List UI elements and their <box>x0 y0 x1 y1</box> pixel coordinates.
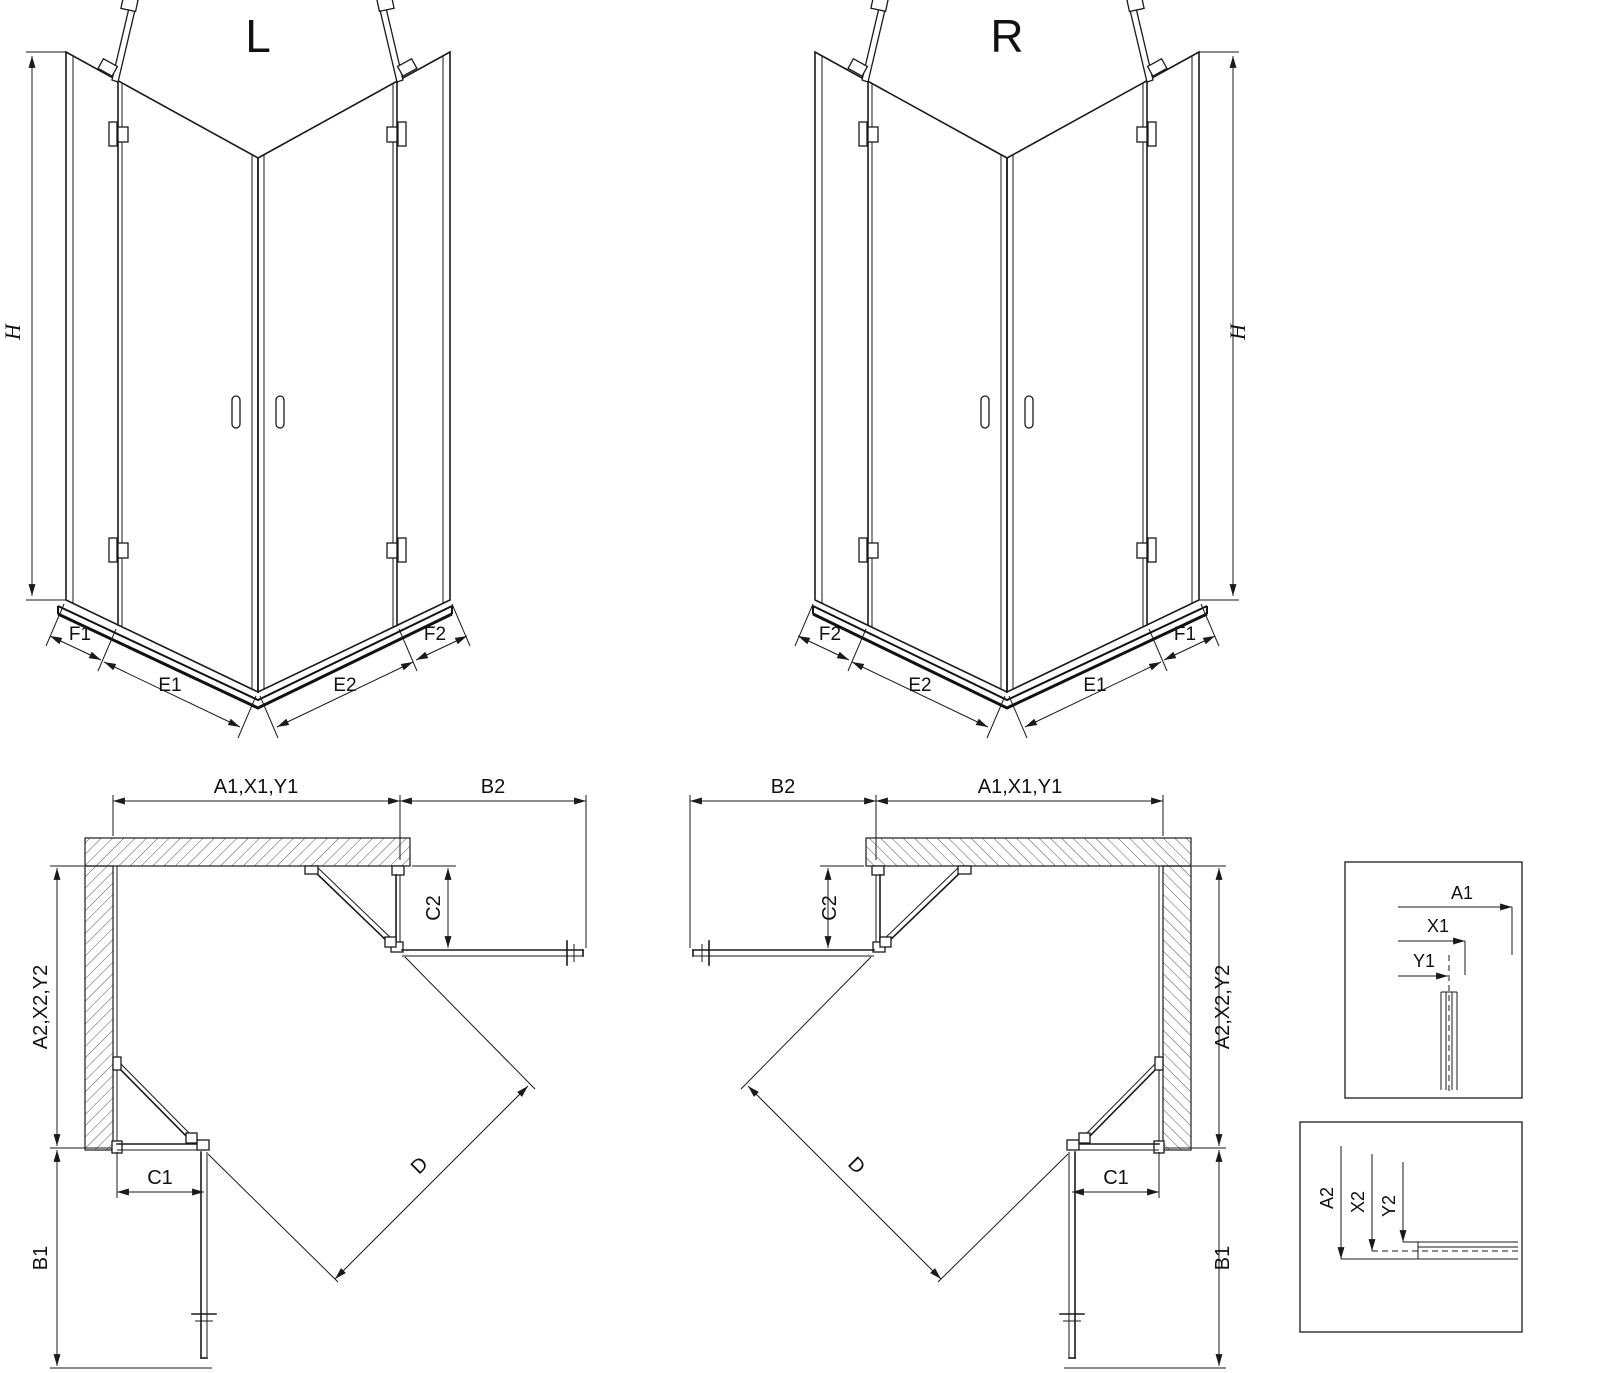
dim-label-a2x2y2-right: A2,X2,Y2 <box>1212 965 1234 1050</box>
dim-label-a2x2y2-left: A2,X2,Y2 <box>30 965 52 1050</box>
dim-label-b2-left: B2 <box>481 776 505 798</box>
variant-label-left: L <box>245 10 271 62</box>
dim-label-a1x1y1-left: A1,X1,Y1 <box>214 776 299 798</box>
dim-label-d-left: D <box>407 1153 433 1179</box>
dim-label-e1-left: E1 <box>158 675 181 696</box>
dim-label-f2-right: F2 <box>819 624 841 645</box>
detail-label-a2: A2 <box>1317 1187 1337 1209</box>
detail-label-y2: Y2 <box>1379 1195 1399 1217</box>
dim-label-e2-right: E2 <box>908 675 931 696</box>
dim-label-c1-left: C1 <box>147 1167 173 1189</box>
dim-label-height-right: H <box>1225 323 1250 341</box>
detail-width-reference: A1 X1 Y1 <box>1344 861 1523 1099</box>
plan-left-geometry <box>50 795 586 1368</box>
dim-label-height-left: H <box>0 323 25 341</box>
dim-label-f1-left: F1 <box>69 624 91 645</box>
plan-right-geometry <box>690 795 1226 1368</box>
dim-label-e2-left: E2 <box>333 675 356 696</box>
variant-label-right: R <box>990 10 1023 62</box>
perspective-right-geometry <box>795 0 1239 738</box>
dim-label-c2-left: C2 <box>423 895 445 921</box>
dim-label-f1-right: F1 <box>1174 624 1196 645</box>
detail-label-x2: X2 <box>1348 1191 1368 1213</box>
detail-label-y1: Y1 <box>1413 951 1435 971</box>
detail-label-x1: X1 <box>1427 916 1449 936</box>
dim-label-b1-left: B1 <box>30 1246 52 1270</box>
perspective-left-geometry <box>26 0 470 738</box>
dim-label-b2-right: B2 <box>771 776 795 798</box>
dim-label-f2-left: F2 <box>424 624 446 645</box>
dim-label-e1-right: E1 <box>1083 675 1106 696</box>
detail-depth-reference: A2 X2 Y2 <box>1299 1121 1523 1333</box>
dim-label-c2-right: C2 <box>819 895 841 921</box>
dim-label-b1-right: B1 <box>1212 1246 1234 1270</box>
dim-label-d-right: D <box>843 1153 869 1179</box>
dim-label-a1x1y1-right: A1,X1,Y1 <box>978 776 1063 798</box>
dim-label-c1-right: C1 <box>1103 1167 1129 1189</box>
detail-label-a1: A1 <box>1451 883 1473 903</box>
